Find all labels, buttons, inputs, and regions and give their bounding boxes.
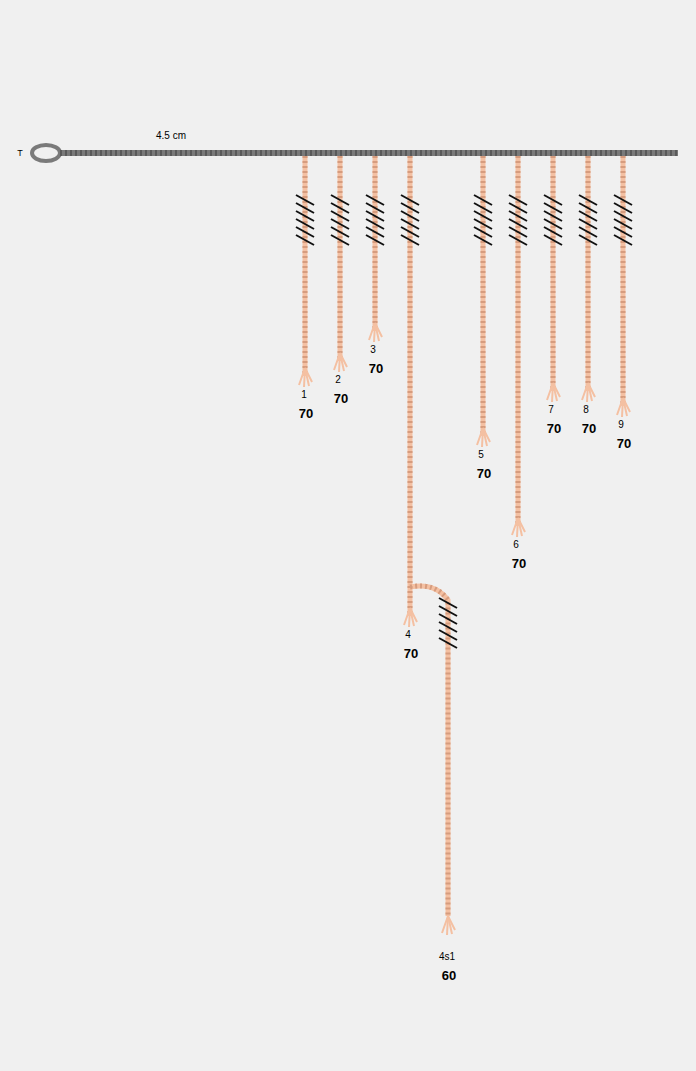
cord-number: 8 — [583, 405, 589, 415]
cord-tips — [299, 323, 630, 935]
knot-clusters — [296, 195, 632, 648]
knot-value: 70 — [547, 422, 561, 435]
cord-number: 9 — [618, 420, 624, 430]
knot-value: 70 — [512, 557, 526, 570]
length-label: 4.5 cm — [156, 131, 186, 141]
knot-value: 70 — [582, 422, 596, 435]
cord-number: 6 — [513, 540, 519, 550]
pendant-cords — [305, 156, 623, 916]
cord-twist — [305, 156, 623, 916]
knot-value: 70 — [404, 647, 418, 660]
knot-value: 70 — [477, 467, 491, 480]
cord-number: 1 — [301, 390, 307, 400]
cord-number: 4s1 — [439, 952, 455, 962]
cord-number: 5 — [478, 450, 484, 460]
cord-number: 4 — [405, 630, 411, 640]
primary-cord — [32, 145, 678, 161]
attachment-label: T — [17, 149, 23, 158]
cord-number: 3 — [370, 345, 376, 355]
knot-value: 70 — [617, 437, 631, 450]
cord-number: 7 — [548, 405, 554, 415]
cord-number: 2 — [335, 375, 341, 385]
knot-value: 70 — [334, 392, 348, 405]
knot-value: 70 — [369, 362, 383, 375]
knot-value: 70 — [299, 407, 313, 420]
knot-value: 60 — [442, 969, 456, 982]
